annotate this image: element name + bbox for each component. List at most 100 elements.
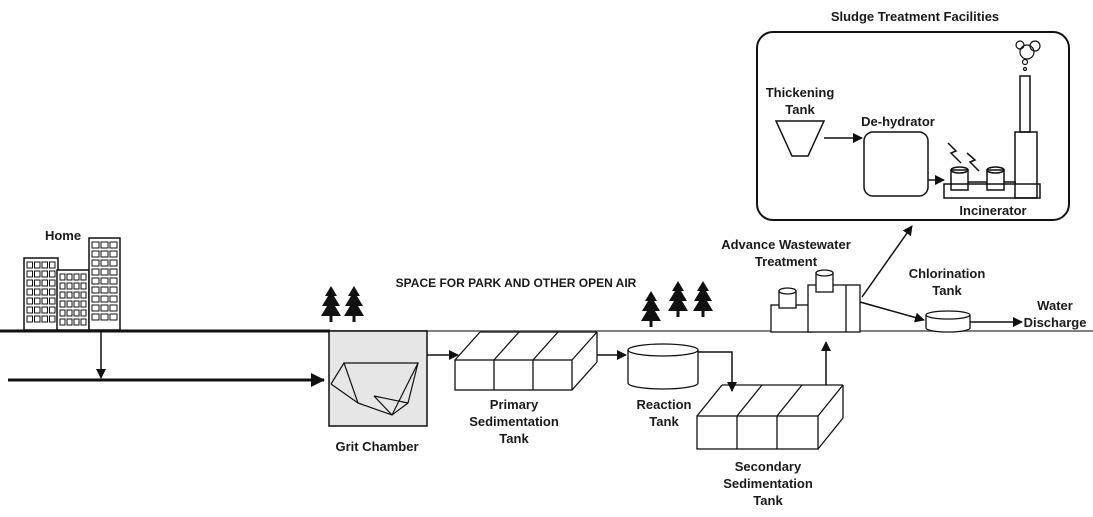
building-window bbox=[109, 295, 118, 303]
advance-label-line2: Treatment bbox=[754, 254, 818, 269]
thickening-tank-label: Thickening Tank bbox=[752, 84, 848, 118]
thickening-label-line2: Tank bbox=[785, 102, 815, 117]
grit-chamber-label: Grit Chamber bbox=[335, 439, 419, 454]
building-window bbox=[66, 291, 73, 299]
building-window bbox=[66, 273, 73, 281]
dehydrator-box bbox=[863, 131, 929, 197]
building-window bbox=[100, 286, 109, 294]
building-window bbox=[34, 297, 41, 305]
thickening-tank bbox=[774, 120, 826, 157]
sludge-facility-title: Sludge Treatment Facilities bbox=[830, 9, 1000, 24]
building-window bbox=[91, 304, 100, 312]
building-window bbox=[109, 313, 118, 321]
reaction-label-line2: Tank bbox=[649, 414, 679, 429]
building-window bbox=[66, 309, 73, 317]
building-window bbox=[34, 288, 41, 296]
tree-icon-4 bbox=[668, 281, 688, 317]
grit-chamber bbox=[328, 330, 428, 427]
building-window bbox=[66, 318, 73, 326]
secondary-label-line1: Secondary bbox=[734, 459, 802, 474]
primary-label-line3: Tank bbox=[499, 431, 529, 446]
building-window bbox=[100, 241, 109, 249]
tree-icon-3 bbox=[641, 291, 661, 327]
arrow-reaction-to-secondary bbox=[698, 351, 737, 392]
building-window bbox=[109, 259, 118, 267]
building-window bbox=[100, 304, 109, 312]
building-window bbox=[73, 273, 80, 281]
building-window bbox=[66, 282, 73, 290]
building-window bbox=[49, 270, 56, 278]
building-window bbox=[59, 273, 66, 281]
building-window bbox=[26, 279, 33, 287]
building-window bbox=[49, 315, 56, 323]
secondary-label-line3: Tank bbox=[753, 493, 783, 508]
water-label-line2: Discharge bbox=[1023, 315, 1087, 330]
building-window bbox=[91, 268, 100, 276]
tree-icon-1 bbox=[321, 286, 341, 322]
building-window bbox=[34, 261, 41, 269]
advance-treatment-label: Advance Wastewater Treatment bbox=[712, 236, 860, 270]
building-window bbox=[100, 259, 109, 267]
primary-label-line2: Sedimentation bbox=[469, 414, 559, 429]
building-window bbox=[91, 241, 100, 249]
primary-sedimentation-label: Primary Sedimentation Tank bbox=[454, 396, 574, 447]
building-window bbox=[49, 288, 56, 296]
water-discharge-label: Water Discharge bbox=[1018, 297, 1092, 331]
building-window bbox=[109, 277, 118, 285]
building-window bbox=[73, 300, 80, 308]
building-window bbox=[34, 315, 41, 323]
building-window bbox=[100, 250, 109, 258]
secondary-sedimentation-label: Secondary Sedimentation Tank bbox=[708, 458, 828, 509]
building-window bbox=[59, 309, 66, 317]
building-window bbox=[49, 279, 56, 287]
building-window bbox=[49, 261, 56, 269]
chlorination-label-line2: Tank bbox=[932, 283, 962, 298]
building-window bbox=[49, 306, 56, 314]
building-window bbox=[26, 288, 33, 296]
dehydrator-label: De-hydrator bbox=[861, 114, 935, 129]
building-window bbox=[41, 315, 48, 323]
building-window bbox=[41, 279, 48, 287]
building-window bbox=[73, 291, 80, 299]
building-window bbox=[26, 306, 33, 314]
arrow-advance-to-sludge bbox=[861, 225, 913, 298]
building-window bbox=[80, 282, 87, 290]
primary-label-line1: Primary bbox=[489, 397, 539, 412]
building-window bbox=[91, 259, 100, 267]
chlorination-label: Chlorination Tank bbox=[898, 265, 996, 299]
building-window bbox=[41, 261, 48, 269]
reaction-tank-label: Reaction Tank bbox=[624, 396, 704, 430]
thickening-label-line1: Thickening bbox=[765, 85, 835, 100]
building-window bbox=[100, 268, 109, 276]
building-window bbox=[34, 279, 41, 287]
building-window bbox=[59, 318, 66, 326]
building-window bbox=[41, 270, 48, 278]
building-window bbox=[59, 291, 66, 299]
home-label: Home bbox=[44, 228, 82, 243]
building-window bbox=[91, 295, 100, 303]
chlorination-label-line1: Chlorination bbox=[908, 266, 986, 281]
building-window bbox=[26, 297, 33, 305]
building-window bbox=[49, 297, 56, 305]
building-window bbox=[80, 291, 87, 299]
advance-label-line1: Advance Wastewater bbox=[721, 237, 851, 252]
sludge-facility-box bbox=[756, 31, 1070, 221]
building-window bbox=[109, 250, 118, 258]
building-window bbox=[41, 306, 48, 314]
building-window bbox=[34, 270, 41, 278]
building-window bbox=[66, 300, 73, 308]
advance-treatment-unit bbox=[770, 269, 861, 333]
tree-icon-2 bbox=[344, 286, 364, 322]
building-window bbox=[100, 277, 109, 285]
secondary-label-line2: Sedimentation bbox=[723, 476, 813, 491]
building-window bbox=[109, 241, 118, 249]
building-window bbox=[59, 300, 66, 308]
chlorination-tank bbox=[925, 310, 971, 333]
building-window bbox=[73, 282, 80, 290]
primary-sedimentation-tank bbox=[454, 331, 598, 391]
reaction-tank bbox=[627, 343, 699, 390]
building-window bbox=[26, 270, 33, 278]
building-window bbox=[26, 315, 33, 323]
chimney-icon bbox=[1014, 75, 1038, 199]
